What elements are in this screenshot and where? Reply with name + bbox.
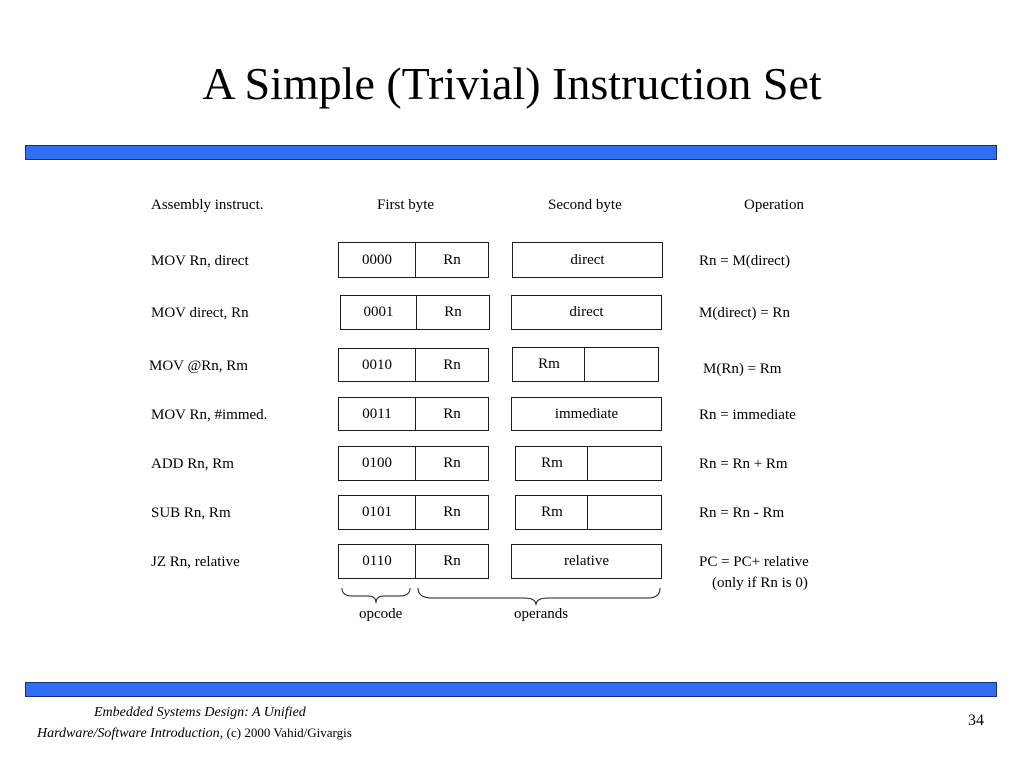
row-0-opcode: 0000 bbox=[362, 251, 392, 268]
row-2-operation: M(Rn) = Rm bbox=[703, 361, 782, 377]
row-2-opcode: 0010 bbox=[362, 356, 392, 373]
bottom-divider-bar bbox=[25, 682, 997, 697]
row-5-second-byte: Rm bbox=[515, 495, 662, 530]
row-2-second-byte: Rm bbox=[512, 347, 659, 382]
row-2-first-byte: 0010 Rn bbox=[338, 348, 489, 382]
header-first-byte: First byte bbox=[377, 197, 435, 213]
row-3-first-divider bbox=[415, 398, 416, 430]
row-3-opcode: 0011 bbox=[362, 405, 392, 422]
row-3-second-byte: immediate bbox=[511, 397, 662, 431]
row-2-second-divider bbox=[584, 348, 585, 381]
row-3-operation: Rn = immediate bbox=[699, 407, 796, 423]
row-2-reg: Rn bbox=[443, 356, 461, 373]
row-1-second-byte: direct bbox=[511, 295, 662, 330]
footer-copyright: (c) 2000 Vahid/Givargis bbox=[226, 725, 352, 740]
row-0-operation: Rn = M(direct) bbox=[699, 253, 790, 269]
row-5-first-byte: 0101 Rn bbox=[338, 495, 489, 530]
opcode-label: opcode bbox=[359, 606, 403, 622]
row-4-operation: Rn = Rn + Rm bbox=[699, 456, 788, 472]
row-4-opcode: 0100 bbox=[362, 455, 392, 471]
row-6-operation-note: (only if Rn is 0) bbox=[712, 575, 808, 591]
row-0-assembly: MOV Rn, direct bbox=[151, 253, 249, 269]
row-3-second: immediate bbox=[554, 405, 619, 422]
row-5-assembly: SUB Rn, Rm bbox=[151, 505, 231, 521]
row-5-reg: Rn bbox=[443, 504, 461, 520]
operands-label: operands bbox=[514, 606, 569, 622]
row-0-reg: Rn bbox=[443, 251, 461, 268]
row-1-first-byte: 0001 Rn bbox=[340, 295, 490, 330]
row-0-first-divider bbox=[415, 243, 416, 277]
footer-book-title-2: Hardware/Software Introduction, bbox=[37, 726, 224, 741]
row-1-operation: M(direct) = Rn bbox=[699, 305, 790, 321]
row-6-second: relative bbox=[564, 553, 609, 569]
row-0-first-byte: 0000 Rn bbox=[338, 242, 489, 278]
row-6-reg: Rn bbox=[443, 553, 461, 569]
row-3-reg: Rn bbox=[443, 405, 461, 422]
row-4-first-byte: 0100 Rn bbox=[338, 446, 489, 481]
row-5-opcode: 0101 bbox=[362, 504, 392, 520]
row-4-second: Rm bbox=[541, 455, 563, 471]
row-1-reg: Rn bbox=[444, 304, 462, 320]
footer-line2: Hardware/Software Introduction, (c) 2000… bbox=[37, 723, 352, 744]
operands-brace bbox=[417, 587, 661, 606]
page-number: 34 bbox=[968, 712, 984, 729]
row-3-assembly: MOV Rn, #immed. bbox=[151, 407, 268, 423]
row-4-first-divider bbox=[415, 447, 416, 480]
header-operation: Operation bbox=[744, 197, 804, 213]
opcode-brace bbox=[341, 587, 411, 604]
slide-title: A Simple (Trivial) Instruction Set bbox=[202, 58, 822, 109]
row-6-first-divider bbox=[415, 545, 416, 578]
row-1-assembly: MOV direct, Rn bbox=[151, 305, 249, 321]
row-6-opcode: 0110 bbox=[362, 553, 392, 569]
row-6-second-byte: relative bbox=[511, 544, 662, 579]
footer-line1: Embedded Systems Design: A Unified bbox=[94, 703, 306, 723]
row-6-operation: PC = PC+ relative bbox=[699, 554, 809, 570]
footer-book-title-1: Embedded Systems Design: A Unified bbox=[94, 705, 306, 720]
top-divider-bar bbox=[25, 145, 997, 160]
row-4-reg: Rn bbox=[443, 455, 461, 471]
row-5-second-divider bbox=[587, 496, 588, 529]
row-2-second: Rm bbox=[538, 356, 560, 372]
row-1-second: direct bbox=[569, 304, 604, 320]
header-second-byte: Second byte bbox=[548, 197, 622, 213]
row-5-second: Rm bbox=[541, 504, 563, 520]
row-2-assembly: MOV @Rn, Rm bbox=[149, 358, 248, 374]
row-0-second: direct bbox=[570, 251, 605, 268]
row-0-second-byte: direct bbox=[512, 242, 663, 278]
row-6-first-byte: 0110 Rn bbox=[338, 544, 489, 579]
row-5-operation: Rn = Rn - Rm bbox=[699, 505, 785, 521]
row-2-first-divider bbox=[415, 349, 416, 381]
row-5-first-divider bbox=[415, 496, 416, 529]
row-1-first-divider bbox=[416, 296, 417, 329]
row-1-opcode: 0001 bbox=[363, 304, 394, 320]
row-3-first-byte: 0011 Rn bbox=[338, 397, 489, 431]
row-4-assembly: ADD Rn, Rm bbox=[151, 456, 234, 472]
row-4-second-divider bbox=[587, 447, 588, 480]
row-6-assembly: JZ Rn, relative bbox=[151, 554, 240, 570]
header-assembly: Assembly instruct. bbox=[151, 197, 264, 213]
row-4-second-byte: Rm bbox=[515, 446, 662, 481]
